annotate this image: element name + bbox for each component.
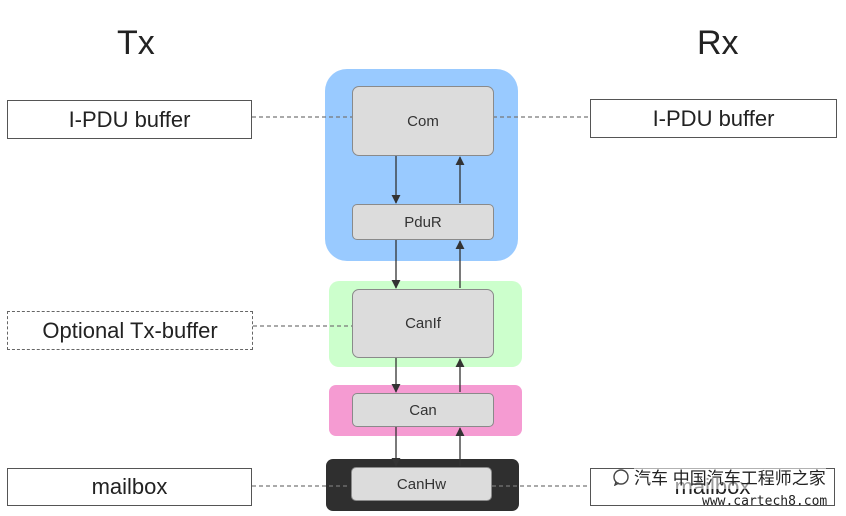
tx-heading: Tx xyxy=(117,24,155,62)
rx-heading: Rx xyxy=(697,24,739,62)
optional-tx-buffer: Optional Tx-buffer xyxy=(7,311,253,350)
tx-ipdu-buffer: I-PDU buffer xyxy=(7,100,252,139)
watermark-text: 汽车 中国汽车工程师之家 xyxy=(634,464,826,489)
canhw-module: CanHw xyxy=(351,467,492,501)
watermark-url: www.cartech8.com xyxy=(702,494,828,509)
can-module: Can xyxy=(352,393,494,427)
com-module: Com xyxy=(352,86,494,156)
rx-ipdu-buffer: I-PDU buffer xyxy=(590,99,837,138)
pdur-module: PduR xyxy=(352,204,494,240)
tx-mailbox: mailbox xyxy=(7,468,252,506)
canif-module: CanIf xyxy=(352,289,494,358)
chat-bubble-icon xyxy=(613,469,629,486)
